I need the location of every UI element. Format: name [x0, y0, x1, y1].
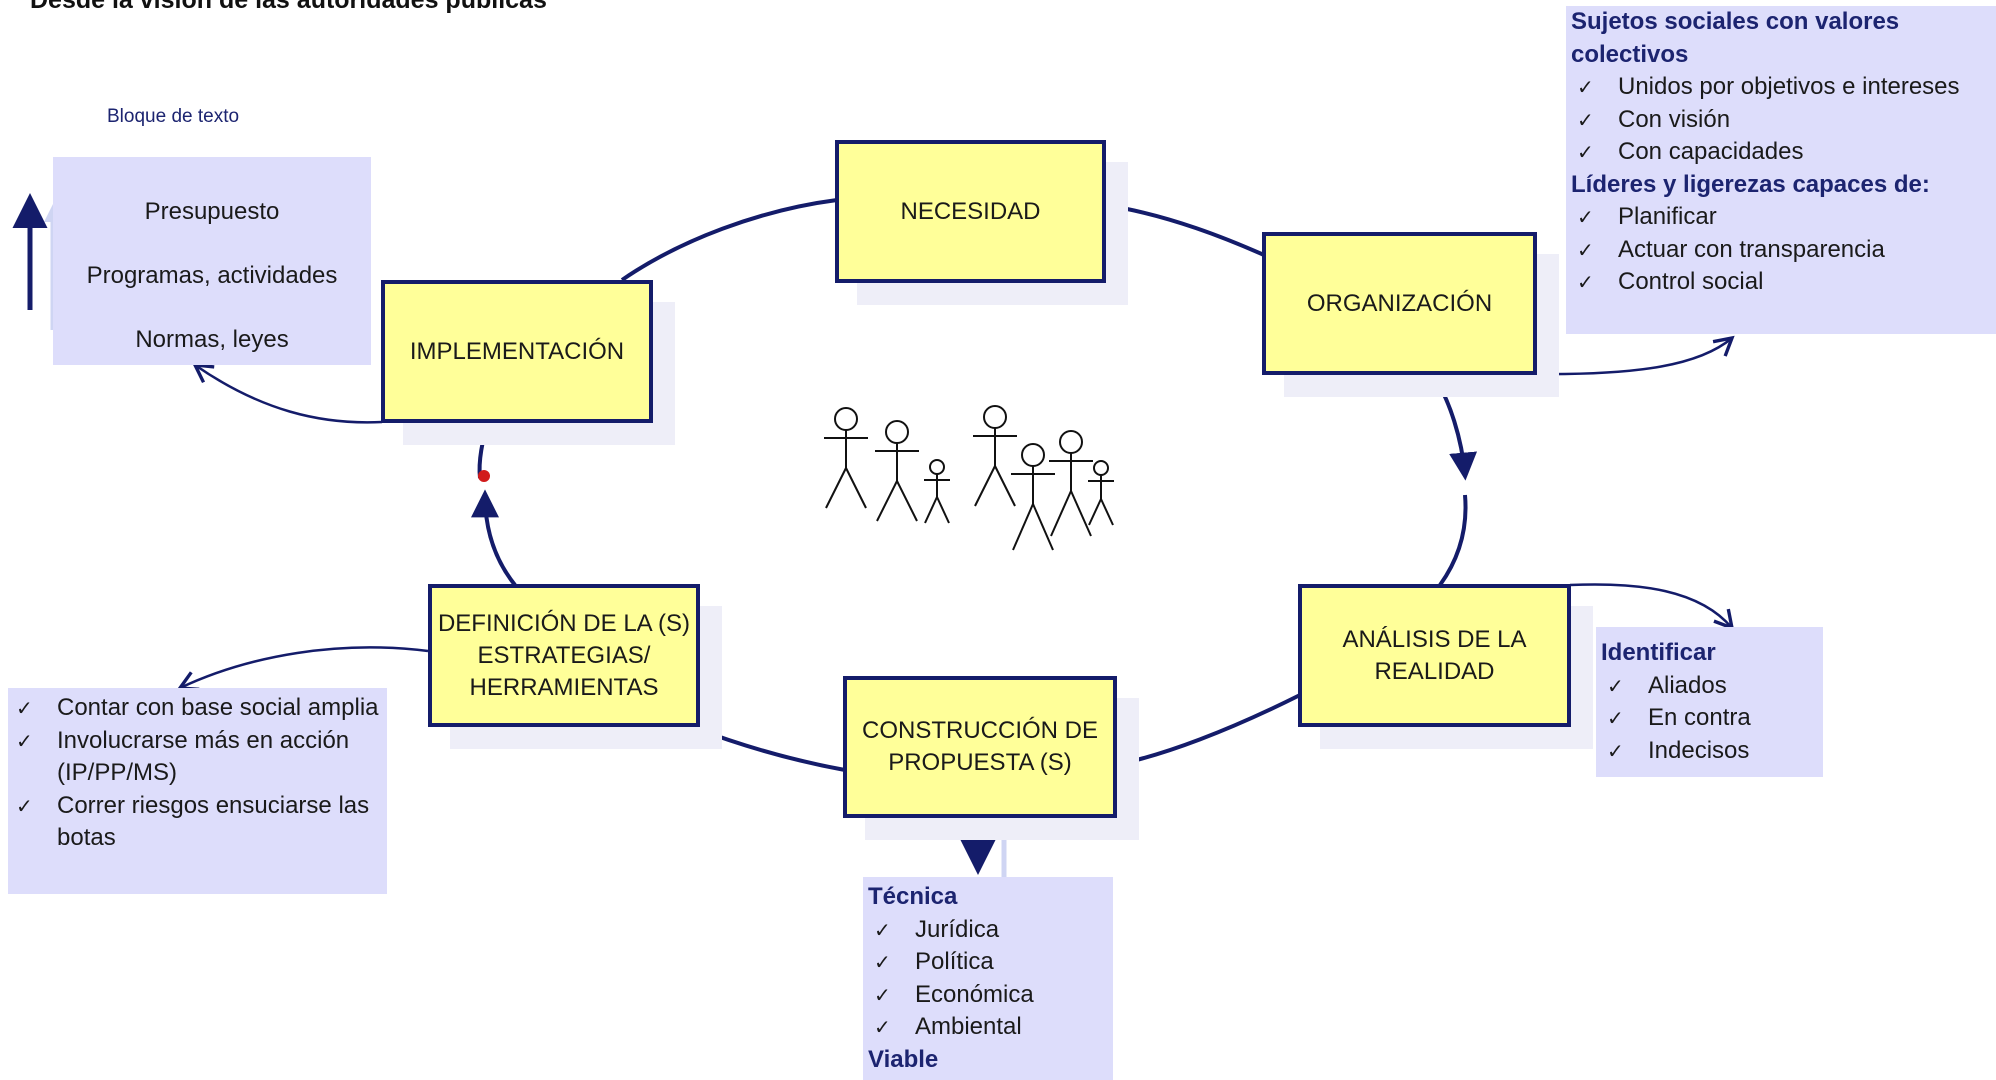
panel-implementacion-item: Normas, leyes [135, 326, 289, 353]
panel-implementacion: Presupuesto Programas, actividades Norma… [53, 157, 371, 365]
person-icon [1011, 443, 1055, 551]
step-necesidad: NECESIDAD [835, 140, 1106, 283]
person-icon [1049, 430, 1093, 537]
person-icon [924, 459, 950, 524]
connector-analisis-panel [1569, 583, 1735, 631]
step-necesidad-label: NECESIDAD [900, 197, 1041, 225]
connector-construccion-definicion [694, 726, 846, 772]
step-construccion: CONSTRUCCIÓN DE PROPUESTA (S) [843, 676, 1117, 818]
connector-analisis-construccion [1114, 693, 1301, 767]
panel-organizacion: Sujetos sociales con valores colectivos … [1566, 6, 1996, 334]
connector-organizacion-panel [1536, 335, 1735, 376]
connector-analisis-continue [1438, 494, 1468, 587]
person-icon [973, 405, 1017, 507]
panel-construccion-item: Económica [868, 979, 1113, 1012]
panel-construccion-heading: Viable [868, 1045, 939, 1073]
panel-construccion-item: Ambiental [868, 1011, 1113, 1044]
step-construccion-label: CONSTRUCCIÓN DE PROPUESTA (S) [861, 717, 1098, 776]
connector-implementacion-panel [192, 363, 383, 424]
connector-implementacion-necesidad [620, 198, 838, 282]
panel-analisis: Identificar Aliados En contra Indecisos [1596, 627, 1823, 777]
panel-implementacion-item: Programas, actividades [86, 262, 338, 289]
step-implementacion-label: IMPLEMENTACIÓN [409, 337, 625, 365]
panel-construccion: Técnica Jurídica Política Económica Ambi… [863, 877, 1113, 1080]
panel-organizacion-item: Control social [1571, 266, 1996, 299]
step-organizacion: ORGANIZACIÓN [1262, 232, 1537, 375]
panel-definicion-item: Contar con base social amplia [10, 692, 379, 725]
panel-construccion-item: Jurídica [868, 914, 1113, 947]
connector-necesidad-organizacion [1104, 203, 1265, 257]
panel-organizacion-item: Con capacidades [1571, 136, 1996, 169]
panel-construccion-heading: Técnica [868, 883, 958, 910]
panel-organizacion-heading: Sujetos sociales con valores colectivos [1571, 8, 1900, 68]
person-icon [875, 420, 919, 522]
person-icon [1088, 460, 1114, 526]
panel-definicion-item: Correr riesgos ensuciarse las botas [10, 790, 379, 855]
connector-definicion-implementacion [471, 489, 517, 587]
page-title: Desde la visión de las autoridades públi… [30, 0, 547, 14]
step-organizacion-label: ORGANIZACIÓN [1306, 289, 1493, 317]
connector-definicion-panel [176, 646, 429, 691]
panel-analisis-item: Indecisos [1601, 735, 1823, 768]
step-analisis: ANÁLISIS DE LA REALIDAD [1298, 584, 1571, 727]
step-analisis-label: ANÁLISIS DE LA REALIDAD [1342, 625, 1527, 685]
panel-organizacion-heading: Líderes y ligerezas capaces de: [1571, 170, 1930, 198]
panel-organizacion-item: Planificar [1571, 201, 1996, 234]
stick-figures-group-icon [824, 405, 1114, 551]
panel-definicion: Contar con base social amplia Involucrar… [8, 688, 387, 894]
panel-analisis-item: Aliados [1601, 670, 1823, 703]
step-definicion-label: DEFINICIÓN DE LA (S) ESTRATEGIAS/ HERRAM… [437, 609, 691, 701]
text-block-caption: Bloque de texto [107, 106, 240, 127]
step-definicion: DEFINICIÓN DE LA (S) ESTRATEGIAS/ HERRAM… [428, 584, 700, 727]
panel-organizacion-item: Con visión [1571, 104, 1996, 137]
panel-implementacion-item: Presupuesto [144, 198, 280, 225]
panel-organizacion-item: Actuar con transparencia [1571, 234, 1996, 267]
person-icon [824, 407, 868, 509]
connection-dot [478, 470, 490, 482]
panel-construccion-item: Política [868, 946, 1113, 979]
step-implementacion: IMPLEMENTACIÓN [381, 280, 653, 423]
connector-organizacion-analisis [1431, 373, 1478, 481]
panel-analisis-heading: Identificar [1601, 639, 1716, 666]
panel-analisis-item: En contra [1601, 702, 1823, 735]
panel-definicion-item: Involucrarse más en acción (IP/PP/MS) [10, 725, 379, 790]
panel-organizacion-item: Unidos por objetivos e intereses [1571, 71, 1996, 104]
